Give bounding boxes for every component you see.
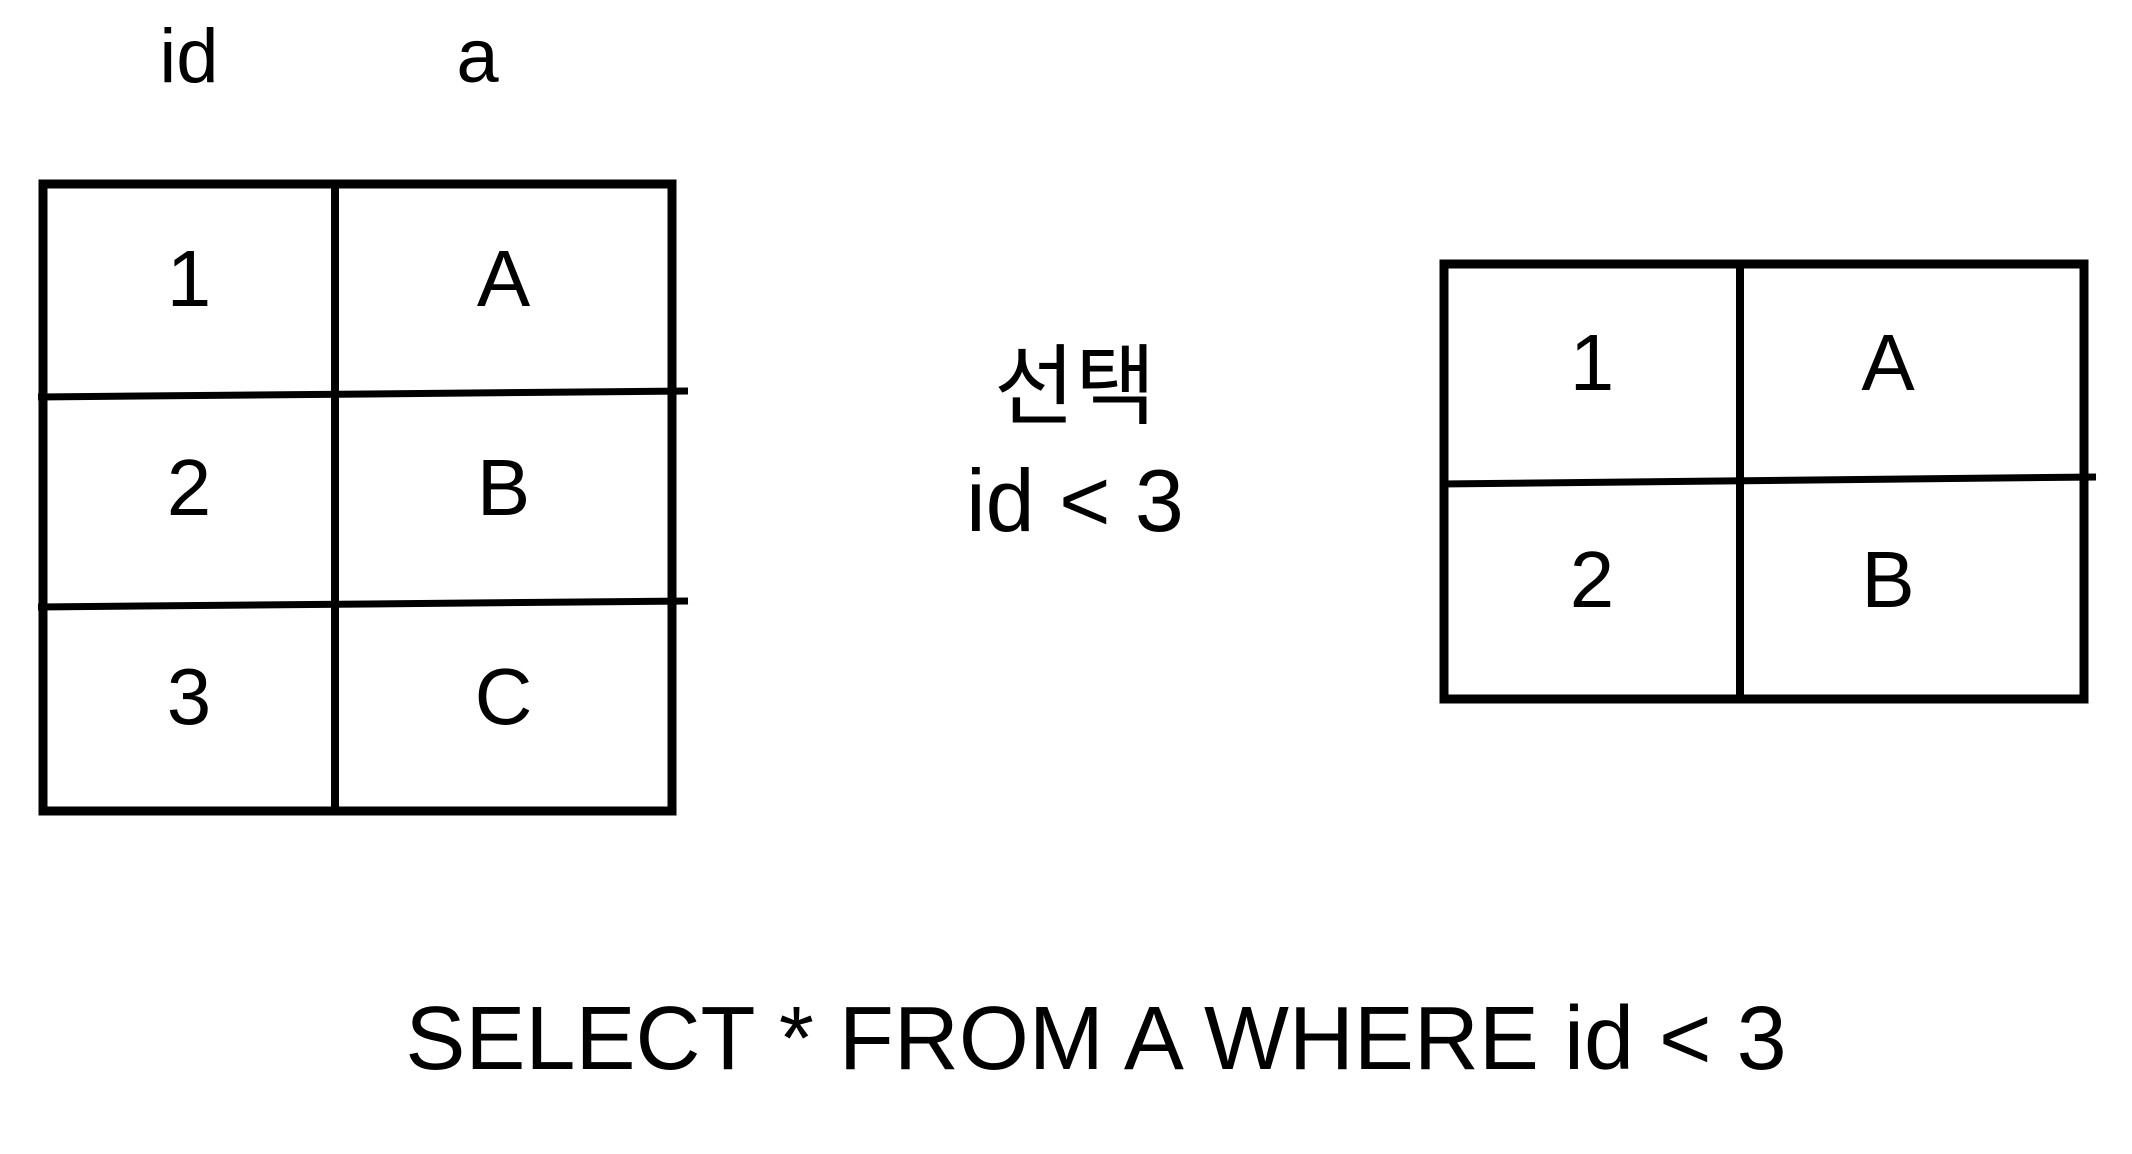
- source-table-cell: 2: [166, 442, 212, 532]
- source-table: 1 A 2 B 3 C: [43, 184, 672, 811]
- result-table: 1 A 2 B: [1444, 264, 2084, 699]
- source-table-cell: A: [476, 233, 531, 323]
- source-table-cell: 3: [166, 651, 212, 741]
- source-table-grid: [37, 179, 689, 816]
- operation-label: 선택 id < 3: [875, 330, 1275, 559]
- operation-name: 선택: [994, 337, 1156, 436]
- result-table-cell: A: [1861, 317, 1915, 407]
- source-table-cell: B: [476, 442, 531, 532]
- result-table-cell: B: [1861, 535, 1915, 625]
- operation-condition: id < 3: [966, 451, 1184, 551]
- result-table-grid: [1439, 259, 2097, 704]
- source-table-cell: C: [474, 651, 533, 741]
- source-table-headers: id a: [43, 8, 672, 104]
- column-header-id: id: [159, 13, 219, 99]
- column-header-a: a: [456, 13, 499, 99]
- result-table-cell: 1: [1569, 317, 1615, 407]
- result-table-cell: 2: [1569, 535, 1615, 625]
- sql-caption: SELECT * FROM A WHERE id < 3: [405, 989, 1787, 1089]
- source-table-cell: 1: [166, 233, 212, 323]
